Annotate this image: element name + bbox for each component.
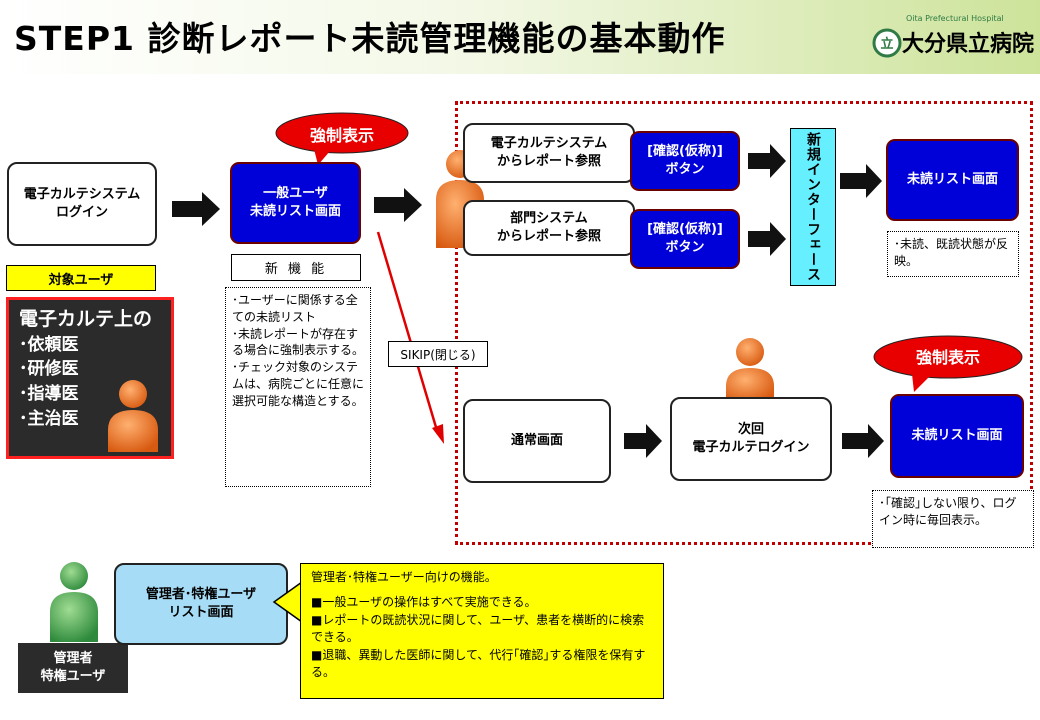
header-band xyxy=(0,0,1040,74)
hospital-name-english: Oita Prefectural Hospital xyxy=(906,14,1004,23)
admin-label-line: 管理者 xyxy=(53,650,93,666)
hospital-logo-icon: 立 xyxy=(872,28,902,58)
confirm-button-1: [確認(仮称)] ボタン xyxy=(630,131,740,191)
arrow-right-icon xyxy=(840,164,882,198)
forced-display-label: 強制表示 xyxy=(309,126,374,145)
status-reflect-note: ･未読、既読状態が反映。 xyxy=(887,231,1019,277)
confirm-button-2: [確認(仮称)] ボタン xyxy=(630,209,740,269)
skip-close-label: SIKIP(閉じる) xyxy=(388,341,488,367)
forced-display-bubble: 強制表示 xyxy=(872,334,1024,392)
target-item: ･依頼医 xyxy=(19,334,79,355)
hospital-name: 大分県立病院 xyxy=(902,32,1035,57)
unread-list-bottom: 未読リスト画面 xyxy=(890,394,1024,478)
target-user-box: 電子カルテ上の ･依頼医 ･研修医 ･指導医 ･主治医 xyxy=(6,297,174,459)
arrow-right-icon xyxy=(748,144,786,178)
doctor-person-icon xyxy=(108,380,158,452)
forced-display-label: 強制表示 xyxy=(915,348,980,367)
normal-screen-box: 通常画面 xyxy=(463,399,611,483)
admin-note-line: 管理者･特権ユーザー向けの機能。 xyxy=(311,570,497,584)
arrow-right-icon xyxy=(842,424,884,458)
arrow-right-icon xyxy=(748,222,786,256)
hospital-logo: 立 Oita Prefectural Hospital 大分県立病院 xyxy=(872,12,1037,62)
login-box: 電子カルテシステム ログイン xyxy=(7,162,157,246)
general-user-unread-list: 一般ユーザ 未読リスト画面 xyxy=(230,162,361,244)
new-interface-area xyxy=(455,101,1033,545)
admin-note-line: ■レポートの既読状況に関して、ユーザ、患者を横断的に検索できる。 xyxy=(311,612,645,645)
arrow-right-icon xyxy=(624,424,662,458)
target-user-label: 対象ユーザ xyxy=(6,265,156,291)
page-title: STEP1 診断レポート未読管理機能の基本動作 xyxy=(14,19,726,58)
admin-person-icon xyxy=(50,562,98,642)
admin-note-line: ■退職、異動した医師に関して、代行｢確認｣する権限を保有する。 xyxy=(311,647,646,679)
admin-feature-note: 管理者･特権ユーザー向けの機能。 ■一般ユーザの操作はすべて実施できる。 ■レポ… xyxy=(300,563,664,699)
target-item: ･指導医 xyxy=(19,383,79,404)
target-heading: 電子カルテ上の xyxy=(19,308,153,330)
admin-note-line: ■一般ユーザの操作はすべて実施できる。 xyxy=(311,595,537,610)
new-function-label: 新 機 能 xyxy=(231,254,361,281)
arrow-right-icon xyxy=(172,192,220,226)
new-interface-box: 新規インターフェース xyxy=(790,128,836,286)
bubble-shape xyxy=(275,112,409,165)
admin-list-box: 管理者･特権ユーザ リスト画面 xyxy=(114,563,288,645)
svg-text:立: 立 xyxy=(880,36,893,52)
forced-display-bubble: 強制表示 xyxy=(274,111,410,165)
dept-report-box: 部門システム からレポート参照 xyxy=(463,200,635,256)
admin-user-label: 管理者 特権ユーザ xyxy=(18,643,128,693)
target-item: ･研修医 xyxy=(19,359,79,380)
until-confirm-note: ･｢確認｣しない限り、ログイン時に毎回表示。 xyxy=(872,490,1034,548)
unread-list-top: 未読リスト画面 xyxy=(886,139,1019,221)
skip-arrow-icon xyxy=(376,231,444,444)
arrow-right-icon xyxy=(374,188,422,222)
ekarte-report-box: 電子カルテシステム からレポート参照 xyxy=(463,123,635,183)
bubble-shape xyxy=(873,335,1023,392)
next-login-box: 次回 電子カルテログイン xyxy=(670,397,832,481)
target-item: ･主治医 xyxy=(19,408,79,429)
feature-notes: ･ユーザーに関係する全ての未読リスト ･未読レポートが存在する場合に強制表示する… xyxy=(225,287,371,487)
admin-label-line: 特権ユーザ xyxy=(40,669,106,684)
user-person-icon xyxy=(726,338,774,402)
